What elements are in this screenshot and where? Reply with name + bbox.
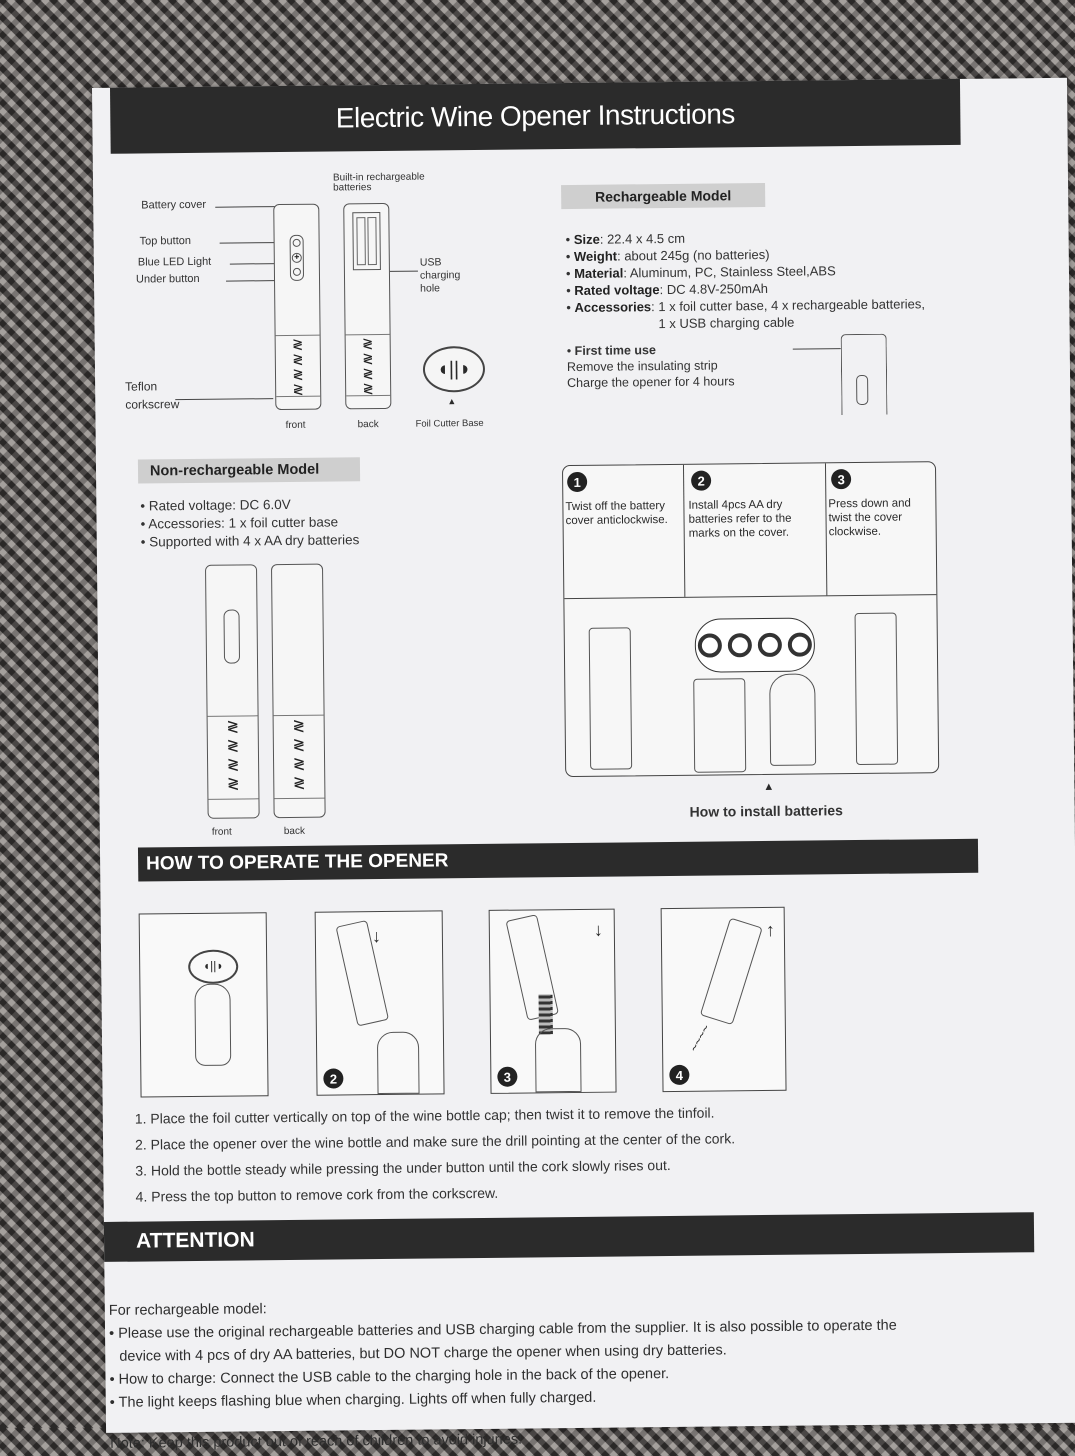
step-number: 1 — [567, 471, 588, 493]
bottle-illustration — [376, 1031, 420, 1095]
first-use-heading: First time use — [574, 343, 656, 358]
button-panel — [856, 374, 869, 406]
battery-icon — [757, 632, 782, 658]
opener-body-illustration — [769, 673, 817, 766]
builtin-batteries-label: Built-in rechargeable batteries — [332, 171, 425, 194]
operate-panel-3: ↓ 3 — [488, 908, 617, 1094]
opener-back-illustration: ≷≷≷≷ — [343, 202, 392, 410]
opener-body-illustration — [693, 678, 747, 773]
step-number: 3 — [831, 469, 852, 490]
back-label: back — [357, 419, 379, 431]
install-step-text: Press down and twist the cover clockwise… — [828, 497, 911, 539]
front-label: front — [285, 419, 306, 431]
install-step-3: 3 Press down and twist the cover clockwi… — [825, 462, 936, 595]
battery-cell-icon — [367, 217, 377, 266]
leader-line — [792, 348, 841, 350]
attention-heading: ATTENTION — [135, 1228, 255, 1253]
arrow-down-icon: ↓ — [371, 926, 382, 947]
foil-cutter-base-label: Foil Cutter Base — [415, 417, 484, 430]
spec-item: • Supported with 4 x AA dry batteries — [140, 532, 360, 550]
title-band: Electric Wine Opener Instructions — [109, 78, 961, 154]
corkscrew-icon: ≷≷≷≷ — [207, 715, 259, 800]
under-button-label: Under button — [135, 272, 200, 286]
under-button-icon — [292, 267, 301, 276]
install-step-1: 1 Twist off the battery cover anticlockw… — [562, 464, 686, 599]
top-button-icon — [292, 238, 301, 247]
battery-icon — [727, 633, 752, 658]
battery-install-panel: 1 Twist off the battery cover anticlockw… — [561, 461, 940, 778]
nonrechargeable-heading: Non-rechargeable Model — [137, 457, 361, 484]
panel-number: 3 — [497, 1066, 518, 1087]
corkscrew-icon: ≷≷≷≷ — [345, 333, 391, 397]
teflon-label: Teflon corkscrew — [125, 379, 180, 412]
back-label: back — [283, 825, 305, 838]
install-step-text: Install 4pcs AA dry batteries refer to t… — [688, 498, 792, 540]
operate-heading-band: HOW TO OPERATE THE OPENER — [137, 838, 979, 882]
press-twist-illustration — [854, 612, 899, 766]
rechargeable-specs: • Size: 22.4 x 4.5 cm • Weight: about 24… — [566, 227, 987, 333]
instruction-sheet: Electric Wine Opener Instructions Built-… — [92, 77, 1075, 1452]
blue-led-label: Blue LED Light — [137, 255, 212, 269]
opener-front-illustration: ✚ ≷≷≷≷ — [273, 203, 322, 411]
step-number: 2 — [691, 470, 712, 491]
operate-panel-2: ↓ 2 — [314, 910, 445, 1096]
triangle-pointer-icon: ▲ — [447, 396, 457, 407]
opener-illustration — [335, 919, 390, 1027]
triangle-pointer-icon: ▲ — [763, 780, 775, 794]
first-use-step: Charge the opener for 4 hours — [567, 374, 735, 391]
battery-cover-label: Battery cover — [141, 198, 207, 212]
battery-icon — [787, 632, 812, 657]
bottle-illustration — [534, 1027, 582, 1093]
nonrechargeable-front-illustration: ≷≷≷≷ — [204, 564, 260, 819]
battery-cover-closeup — [694, 617, 816, 673]
install-caption: How to install batteries — [689, 802, 843, 820]
install-step-2: 2 Install 4pcs AA dry batteries refer to… — [682, 463, 828, 597]
corkscrew-icon: ~~~~ — [686, 1021, 713, 1055]
leader-line — [175, 398, 274, 401]
leader-line — [215, 206, 276, 208]
foil-cutter-base-icon: ◖||◗ — [422, 345, 486, 393]
battery-icon — [697, 633, 722, 658]
leader-line — [389, 270, 418, 272]
operate-heading: HOW TO OPERATE THE OPENER — [146, 850, 449, 875]
top-button-label: Top button — [139, 234, 192, 248]
button-panel — [223, 609, 241, 664]
attention-text: For rechargeable model: • Please use the… — [109, 1290, 1041, 1456]
nonrechargeable-back-illustration: ≷≷≷≷ — [270, 563, 326, 819]
insulating-strip-illustration — [840, 333, 888, 416]
front-label: front — [211, 826, 232, 838]
button-panel: ✚ — [289, 234, 305, 281]
usb-hole-label: USB charging hole — [419, 256, 461, 295]
twist-cover-illustration — [588, 627, 633, 770]
arrow-up-icon: ↑ — [765, 919, 775, 940]
operate-steps: 1. Place the foil cutter vertically on t… — [135, 1097, 956, 1210]
panel-number: 2 — [323, 1068, 344, 1089]
arrow-down-icon: ↓ — [593, 919, 603, 940]
opener-illustration — [699, 917, 763, 1026]
panel-number: 4 — [669, 1064, 690, 1086]
install-step-text: Twist off the battery cover anticlockwis… — [565, 500, 668, 528]
battery-cell-icon — [356, 217, 366, 266]
led-icon: ✚ — [291, 252, 302, 263]
nonrechargeable-specs: • Rated voltage: DC 6.0V • Accessories: … — [140, 494, 441, 551]
first-use-step: Remove the insulating strip — [566, 358, 718, 375]
operate-panel-1: ◖||◗ — [138, 912, 269, 1098]
rechargeable-heading: Rechargeable Model — [561, 182, 766, 210]
corkscrew-icon: ≷≷≷≷ — [275, 334, 321, 398]
battery-compartment-icon — [352, 211, 381, 271]
bottle-neck-illustration — [194, 983, 232, 1066]
page-title: Electric Wine Opener Instructions — [335, 98, 735, 134]
attention-note: Note: Keep this product out of reach of … — [110, 1431, 523, 1452]
first-use-block: • First time use Remove the insulating s… — [566, 343, 735, 391]
corkscrew-icon: ≷≷≷≷ — [273, 714, 325, 800]
operate-panel-4: ↑ ~~~~ 4 — [660, 906, 787, 1093]
foil-cutter-icon: ◖||◗ — [188, 949, 239, 985]
attention-band: ATTENTION — [103, 1212, 1035, 1262]
